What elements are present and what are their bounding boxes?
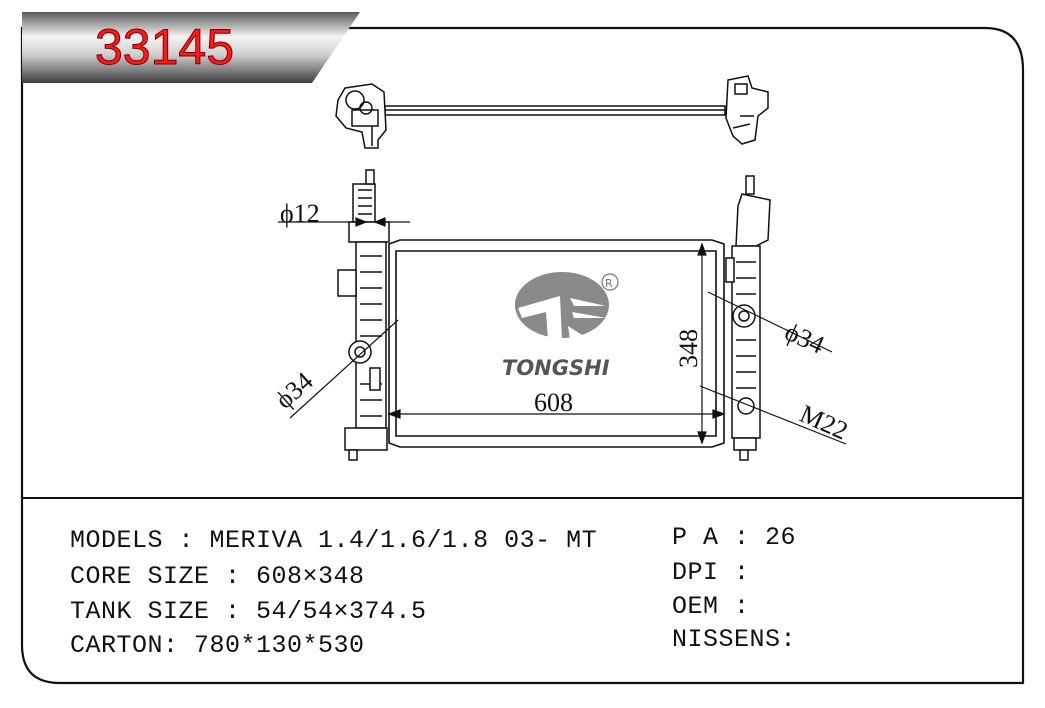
- spec-nissens: NISSENS:: [672, 625, 797, 654]
- dim-width: 608: [534, 388, 573, 417]
- spec-oem: OEM :: [672, 592, 750, 621]
- dim-inlet-diameter: ϕ12: [280, 199, 320, 228]
- left-tank: [337, 169, 390, 461]
- spec-core-size: CORE SIZE : 608×348: [70, 562, 365, 591]
- part-number-banner: [22, 12, 360, 83]
- spec-tank-size: TANK SIZE : 54/54×374.5: [70, 597, 427, 626]
- radiator-top-view: [335, 75, 769, 149]
- brand-name: TONGSHI: [502, 356, 610, 380]
- tongshi-logo: R: [514, 272, 619, 340]
- dim-height: 348: [674, 329, 703, 368]
- part-number: 33145: [95, 19, 234, 75]
- dim-thread: M22: [796, 399, 853, 445]
- registered-mark: R: [605, 277, 613, 290]
- right-tank: [725, 175, 771, 461]
- dim-right-port-diameter: ϕ34: [781, 317, 829, 360]
- spec-pa: P A : 26: [672, 523, 797, 552]
- radiator-core: [388, 239, 725, 448]
- dimension-lines: [278, 217, 847, 445]
- spec-dpi: DPI :: [672, 558, 750, 587]
- spec-models: MODELS : MERIVA 1.4/1.6/1.8 03- MT: [70, 526, 598, 555]
- dim-left-port-diameter: ϕ34: [270, 366, 319, 414]
- spec-carton: CARTON: 780*130*530: [70, 631, 365, 660]
- drawing-frame: [20, 26, 1025, 685]
